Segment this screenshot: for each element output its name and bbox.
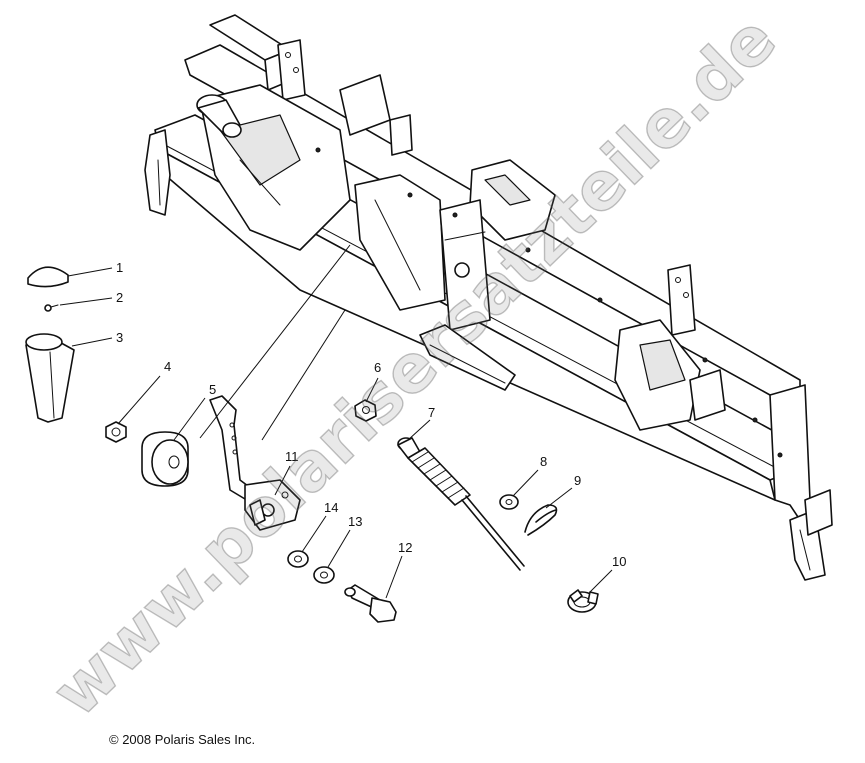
- callout-12: 12: [398, 540, 412, 555]
- shift-cable: [397, 437, 525, 571]
- leader-lines: [59, 244, 613, 599]
- callout-5: 5: [209, 382, 216, 397]
- copyright-text: © 2008 Polaris Sales Inc.: [109, 732, 256, 747]
- washer: [499, 494, 519, 510]
- nut-flange: [354, 399, 377, 422]
- callout-2: 2: [116, 290, 123, 305]
- washer-14: [287, 550, 309, 568]
- shoulder-bolt: [344, 584, 397, 623]
- washer-13: [313, 566, 335, 584]
- shift-knob: [25, 333, 75, 423]
- shift-lever: [209, 395, 301, 531]
- retaining-clip: [524, 504, 558, 536]
- hose-clamp: [567, 589, 599, 613]
- callout-labels: 1 2 3 4 5 6 7 8 9 10 11 12 13 14: [116, 260, 626, 569]
- screw-small: [44, 304, 59, 312]
- callout-8: 8: [540, 454, 547, 469]
- callout-3: 3: [116, 330, 123, 345]
- callout-11: 11: [285, 449, 299, 464]
- callout-13: 13: [348, 514, 362, 529]
- callout-7: 7: [428, 405, 435, 420]
- callout-1: 1: [116, 260, 123, 275]
- shift-knob-cap: [27, 266, 69, 288]
- callout-10: 10: [612, 554, 626, 569]
- nut: [105, 421, 127, 443]
- frame-assembly: [144, 14, 833, 581]
- rubber-bumper: [141, 431, 189, 487]
- callout-14: 14: [324, 500, 338, 515]
- callout-4: 4: [164, 359, 171, 374]
- callout-6: 6: [374, 360, 381, 375]
- callout-9: 9: [574, 473, 581, 488]
